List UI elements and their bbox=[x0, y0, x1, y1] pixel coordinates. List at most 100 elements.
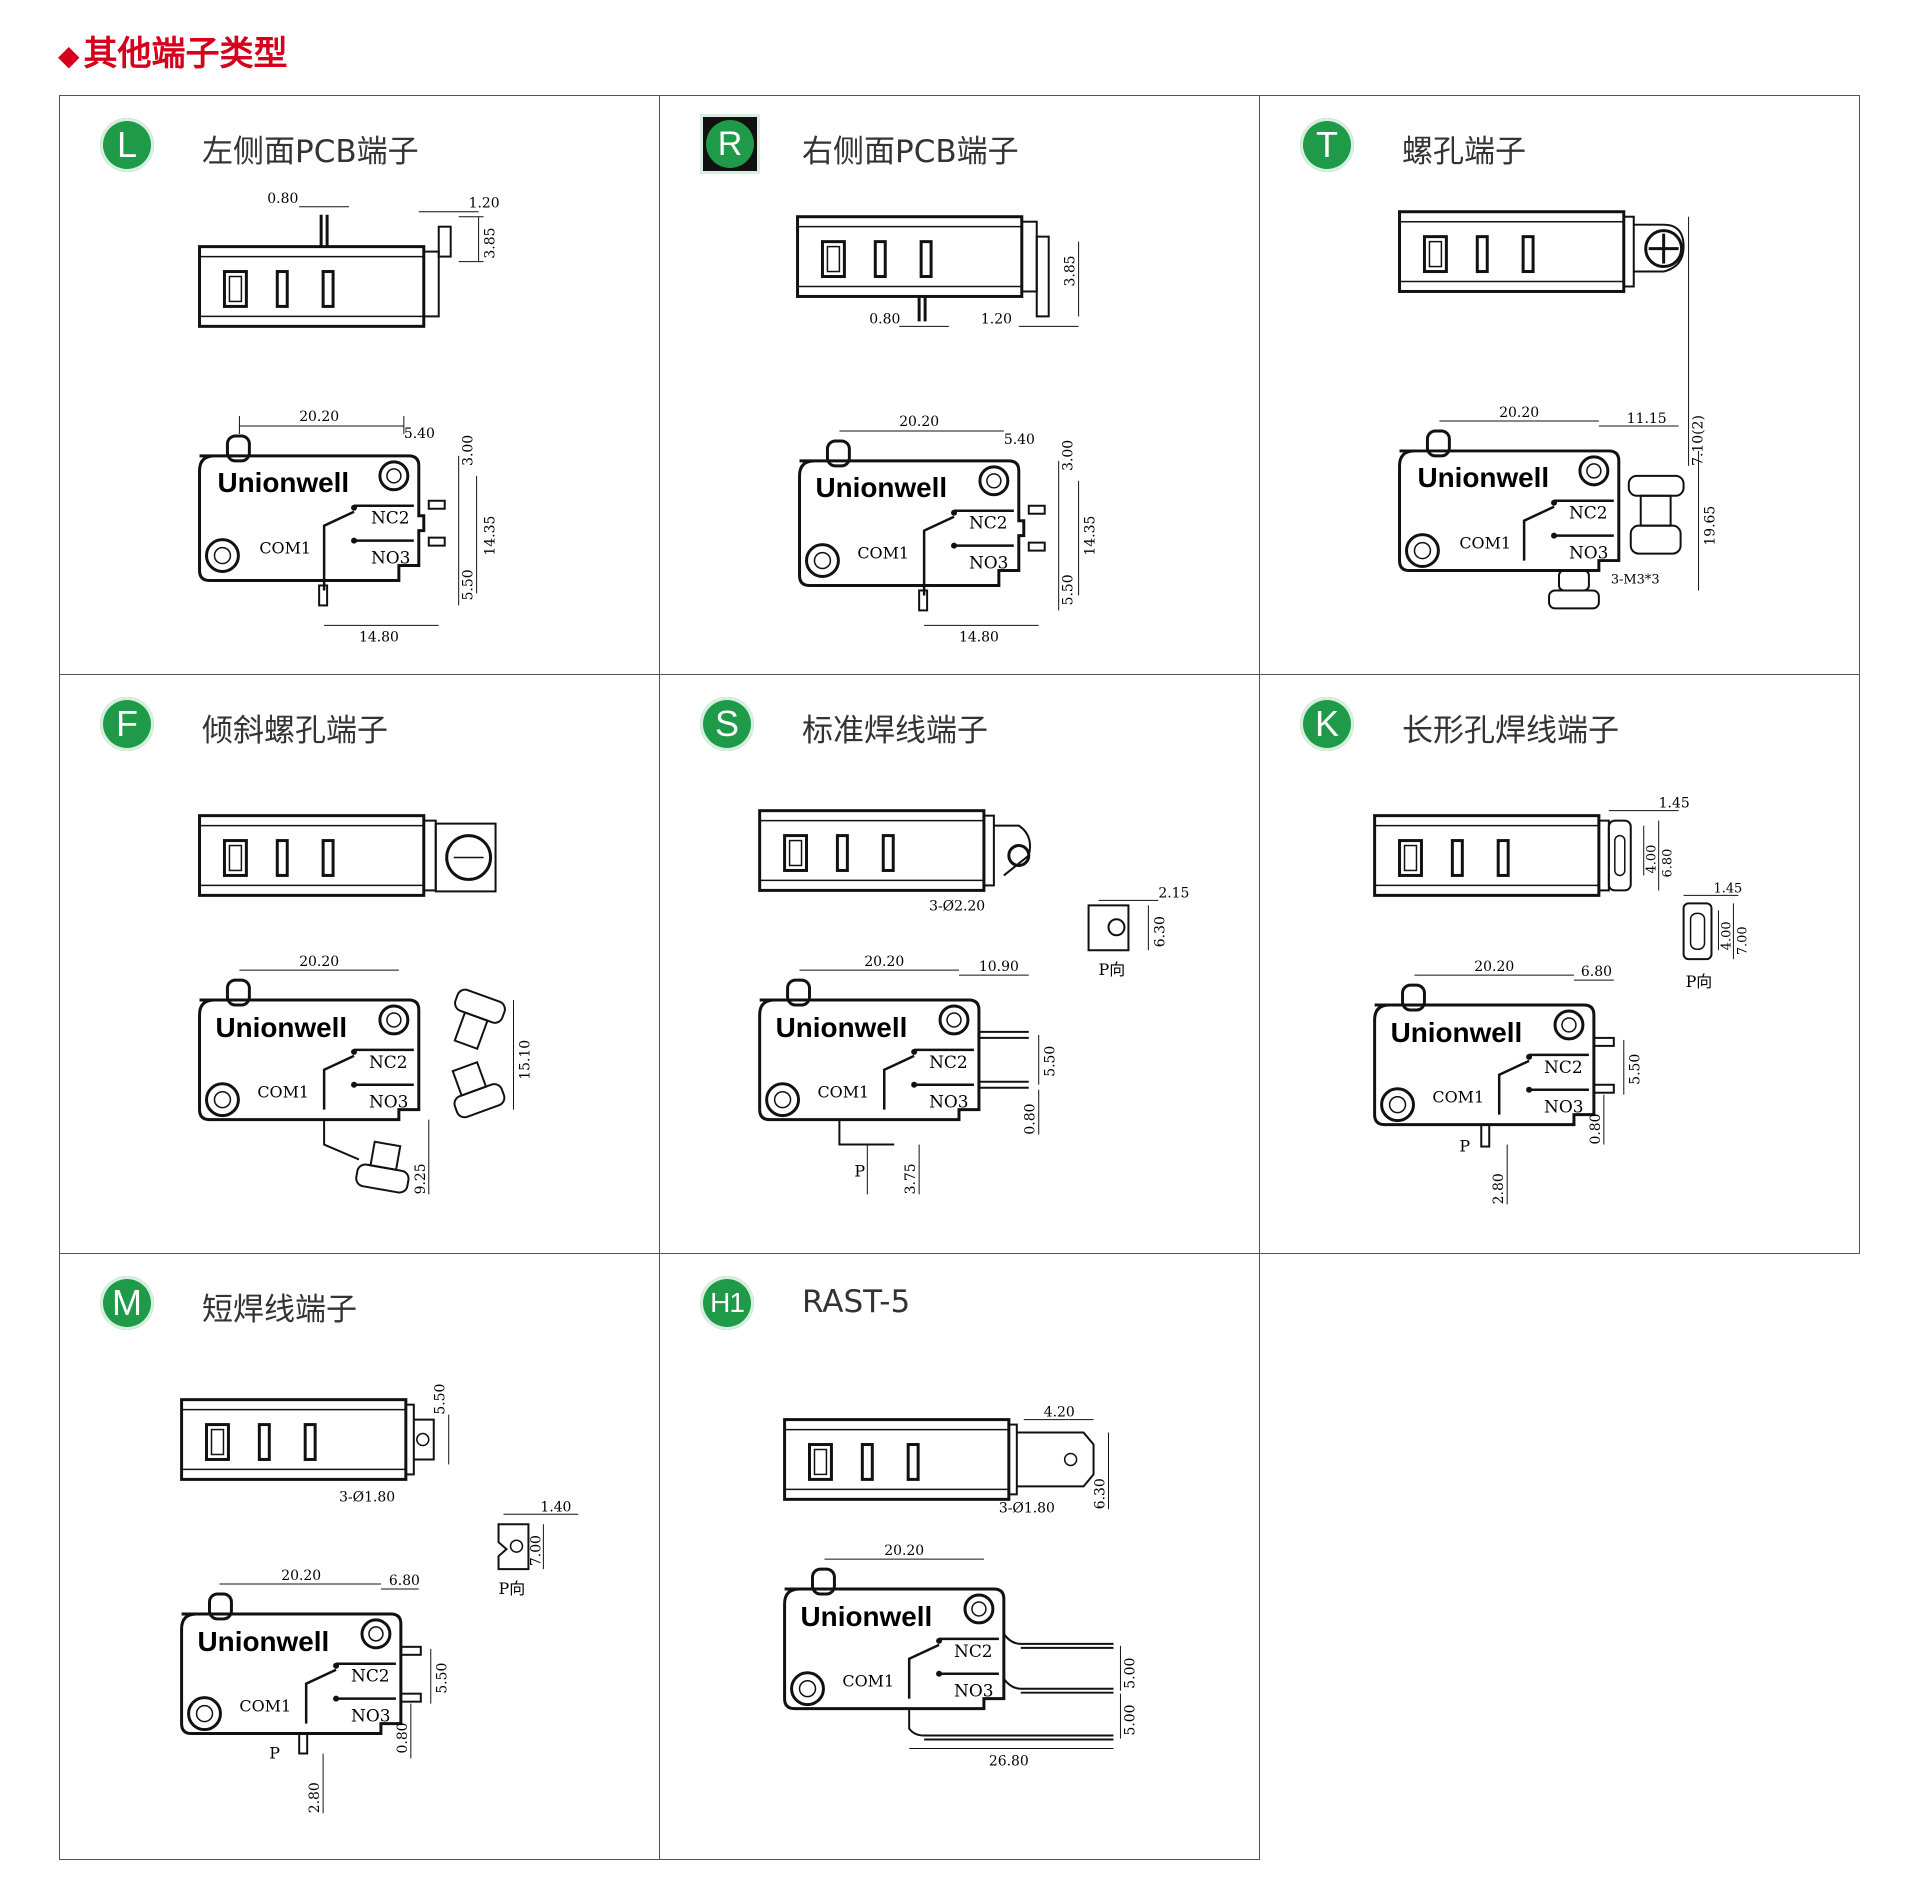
terminal-name: 螺孔端子 bbox=[1402, 134, 1526, 170]
dim-gap: 5.50 bbox=[1628, 1054, 1644, 1085]
terminal-name: 左侧面PCB端子 bbox=[202, 134, 419, 170]
dim-ph2: 7.00 bbox=[1735, 926, 1750, 955]
label-nc: NC2 bbox=[1544, 1057, 1583, 1077]
cell-header: R 右侧面PCB端子 bbox=[660, 96, 1259, 186]
drawing-f: 20.20 15.10 9.25 Unionwell COM1 NC2 NO3 bbox=[198, 814, 533, 1194]
terminal-name: RAST-5 bbox=[802, 1284, 911, 1320]
label-no: NO3 bbox=[929, 1092, 968, 1112]
label-nc: NC2 bbox=[1569, 503, 1608, 523]
dim-w: 4.20 bbox=[1044, 1405, 1075, 1421]
brand-logo: Unionwell bbox=[1391, 1017, 1523, 1048]
label-com: COM1 bbox=[857, 544, 909, 563]
dim-g2: 5.00 bbox=[1122, 1704, 1138, 1735]
dim-len: 20.20 bbox=[281, 1568, 321, 1584]
label-p: P bbox=[854, 1161, 865, 1180]
brand-logo: Unionwell bbox=[1417, 462, 1549, 493]
dim-thk: 0.80 bbox=[1023, 1104, 1039, 1135]
dim-h1: 4.00 bbox=[1645, 845, 1660, 874]
dim-off: 5.40 bbox=[1004, 432, 1035, 448]
terminal-name: 右侧面PCB端子 bbox=[802, 134, 1019, 170]
terminal-grid: L 左侧面PCB端子 0.80 1.20 3.85 bbox=[59, 95, 1860, 1860]
dim-h: 7.10(2) bbox=[1691, 415, 1707, 466]
dim-tab: 1.20 bbox=[981, 311, 1012, 327]
dim-gap: 5.50 bbox=[1043, 1046, 1059, 1077]
dim-span: 15.10 bbox=[517, 1040, 533, 1080]
terminal-cell-r: R 右侧面PCB端子 0.80 1.20 3.85 bbox=[659, 95, 1260, 675]
drawing-k: 1.45 4.00 6.80 1.45 4.00 7.00 P向 bbox=[1373, 796, 1750, 1205]
terminal-name: 倾斜螺孔端子 bbox=[202, 713, 388, 749]
dim-len: 20.20 bbox=[299, 409, 339, 425]
dim-h: 3.85 bbox=[1063, 255, 1079, 286]
label-com: COM1 bbox=[1432, 1088, 1484, 1107]
dim-off: 5.40 bbox=[404, 426, 435, 442]
terminal-name: 短焊线端子 bbox=[202, 1292, 357, 1328]
cell-header: S 标准焊线端子 bbox=[660, 675, 1259, 765]
brand-logo: Unionwell bbox=[217, 467, 349, 498]
dim-hole: 3-Ø1.80 bbox=[339, 1489, 395, 1505]
dim-off: 6.80 bbox=[1581, 964, 1612, 980]
dim-thk: 0.80 bbox=[395, 1722, 411, 1753]
p-view-label: P向 bbox=[1686, 972, 1713, 991]
dim-drop: 2.80 bbox=[1491, 1173, 1507, 1204]
terminal-cell-k: K 长形孔焊线端子 1.45 4.0 bbox=[1259, 674, 1860, 1254]
badge-m: M bbox=[100, 1276, 154, 1330]
dim-pin: 0.80 bbox=[267, 191, 298, 207]
brand-logo: Unionwell bbox=[815, 472, 947, 503]
dim-len: 20.20 bbox=[1474, 959, 1514, 975]
dim-bot: 5.50 bbox=[461, 569, 477, 600]
dim-bot: 9.25 bbox=[413, 1163, 429, 1194]
brand-logo: Unionwell bbox=[215, 1012, 347, 1043]
dim-len: 20.20 bbox=[1499, 405, 1539, 421]
p-view-label: P向 bbox=[499, 1579, 526, 1598]
dim-thk: 0.80 bbox=[1588, 1114, 1604, 1145]
cell-header: L 左侧面PCB端子 bbox=[60, 96, 659, 186]
dim-h: 3.85 bbox=[483, 228, 499, 259]
brand-logo: Unionwell bbox=[776, 1012, 908, 1043]
dim-span: 19.65 bbox=[1702, 506, 1718, 546]
label-no: NO3 bbox=[954, 1681, 993, 1701]
label-p: P bbox=[1459, 1137, 1470, 1156]
dim-h: 6.30 bbox=[1093, 1478, 1109, 1509]
dim-len: 20.20 bbox=[884, 1543, 924, 1559]
badge-s: S bbox=[700, 697, 754, 751]
dim-bot: 5.50 bbox=[1061, 574, 1077, 605]
brand-logo: Unionwell bbox=[801, 1601, 933, 1632]
cell-header: H1 RAST-5 bbox=[660, 1254, 1259, 1344]
terminal-cell-s: S 标准焊线端子 3-Ø2.20 2.15 6.30 P向 bbox=[659, 674, 1260, 1254]
terminal-name: 标准焊线端子 bbox=[802, 713, 988, 749]
label-nc: NC2 bbox=[351, 1666, 390, 1686]
label-nc: NC2 bbox=[929, 1052, 968, 1072]
dim-hole: 3-Ø1.80 bbox=[999, 1500, 1055, 1516]
label-nc: NC2 bbox=[954, 1641, 993, 1661]
badge-r: R bbox=[700, 114, 760, 174]
label-nc: NC2 bbox=[969, 513, 1008, 533]
drawing-l: 0.80 1.20 3.85 bbox=[198, 191, 500, 645]
terminal-cell-l: L 左侧面PCB端子 0.80 1.20 3.85 bbox=[59, 95, 660, 675]
cell-header: M 短焊线端子 bbox=[60, 1254, 659, 1344]
label-com: COM1 bbox=[817, 1083, 869, 1102]
dim-off: 6.80 bbox=[389, 1573, 420, 1589]
dim-len: 20.20 bbox=[899, 414, 939, 430]
dim-ph1: 4.00 bbox=[1719, 921, 1734, 950]
dim-h: 5.50 bbox=[433, 1384, 449, 1415]
dim-top: 3.00 bbox=[461, 435, 477, 466]
label-no: NO3 bbox=[1569, 543, 1608, 563]
dim-base: 14.80 bbox=[959, 629, 999, 645]
dim-pin: 0.80 bbox=[869, 311, 900, 327]
terminal-name: 长形孔焊线端子 bbox=[1402, 713, 1619, 749]
label-no: NO3 bbox=[371, 548, 410, 568]
cell-header: T 螺孔端子 bbox=[1260, 96, 1859, 186]
dim-ph: 7.00 bbox=[528, 1535, 544, 1566]
terminal-cell-t: T 螺孔端子 7.10(2) bbox=[1259, 95, 1860, 675]
dim-drop: 2.80 bbox=[307, 1782, 323, 1813]
dim-len: 20.20 bbox=[299, 954, 339, 970]
p-view-label: P向 bbox=[1099, 960, 1126, 979]
dim-g1: 5.00 bbox=[1122, 1658, 1138, 1689]
dim-span: 14.35 bbox=[1083, 516, 1099, 556]
drawing-t: 7.10(2) 20.20 11.15 1 bbox=[1398, 210, 1718, 610]
dim-base: 26.80 bbox=[989, 1753, 1029, 1769]
terminal-cell-f: F 倾斜螺孔端子 bbox=[59, 674, 660, 1254]
badge-k: K bbox=[1300, 697, 1354, 751]
cell-header: K 长形孔焊线端子 bbox=[1260, 675, 1859, 765]
dim-slot: 1.45 bbox=[1659, 796, 1690, 812]
